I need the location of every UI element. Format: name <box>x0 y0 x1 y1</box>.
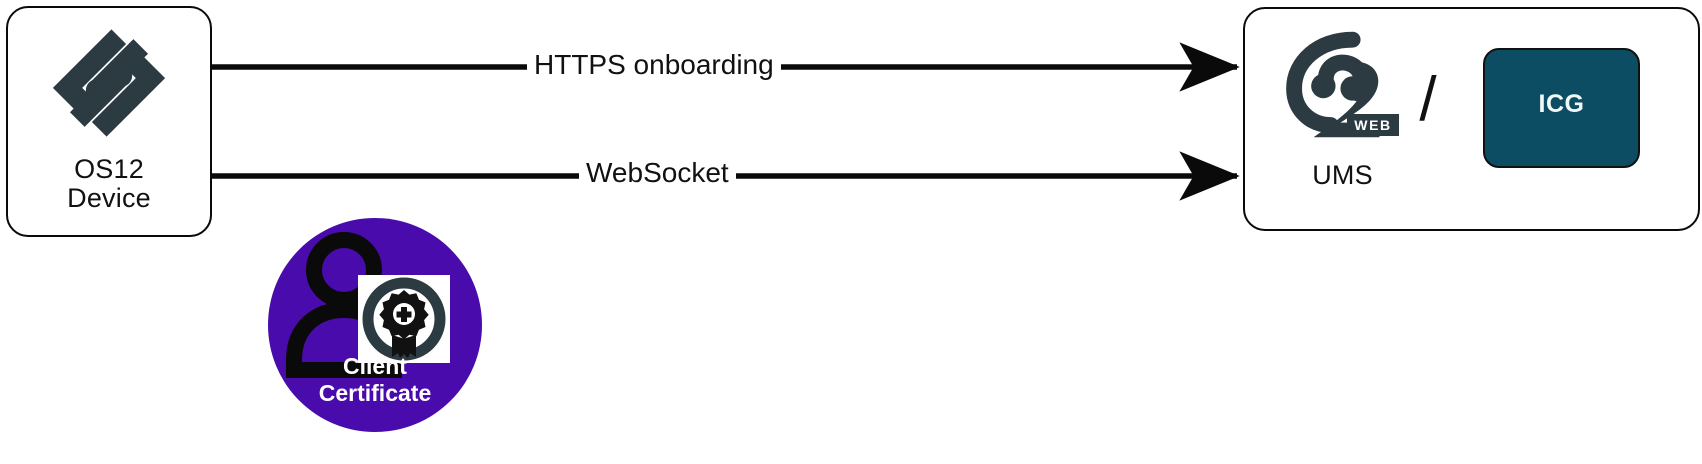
edge-label-https-onboarding: HTTPS onboarding <box>527 50 781 80</box>
igel-ums-web-logo-icon <box>1286 31 1380 138</box>
node-label-os12-device: OS12 Device <box>6 155 212 213</box>
device-label-line1: OS12 <box>74 154 144 184</box>
device-label-line2: Device <box>67 183 151 213</box>
cert-label-line1: Client <box>343 353 407 379</box>
igel-os-logo-icon <box>52 29 166 137</box>
node-label-ums: UMS <box>1312 160 1373 190</box>
icg-card[interactable] <box>1483 48 1640 168</box>
icg-card-label: ICG <box>1538 90 1585 118</box>
client-certificate-label: Client Certificate <box>268 353 482 407</box>
edge-label-websocket: WebSocket <box>579 158 736 188</box>
cert-label-line2: Certificate <box>318 380 432 406</box>
separator-slash: / <box>1419 65 1437 134</box>
web-badge: WEB <box>1347 114 1399 136</box>
user-certificate-badge-icon <box>286 232 450 378</box>
